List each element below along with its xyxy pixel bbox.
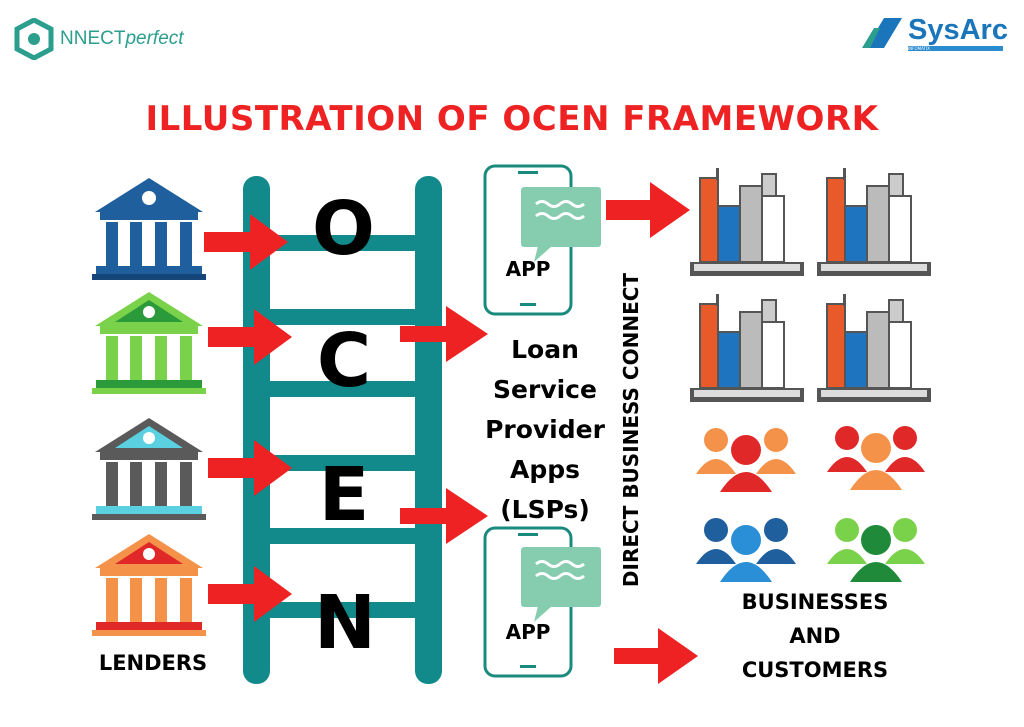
ladder-rung [266,455,418,471]
ladder-rail-right [415,176,442,684]
buildings-icon [690,168,804,276]
businesses-label-line: CUSTOMERS [741,658,889,682]
people-group-icon [827,518,925,582]
people-group-icon [696,518,796,582]
people-group-icon [696,428,796,492]
connectperfect-logo-icon [14,18,54,60]
phone-icon-bottom [483,526,601,678]
ocen-letter-c: C [316,318,372,404]
ladder-rung [266,235,418,251]
ladder-rail-left [243,176,270,684]
logo-left-main: NNECT [60,28,126,49]
ocen-ladder [243,176,442,684]
sysarc-logo-text: SysArc [908,14,1008,46]
arrow-right-icon [606,182,690,238]
sysarc-logo-subtext: INFOMATIX [908,46,1003,51]
arrow-right-icon [204,214,288,270]
ocen-letter-e: E [318,452,370,538]
businesses-label-line: BUSINESSES [741,590,889,614]
lenders-label: LENDERS [98,651,208,675]
buildings-icon [817,294,931,402]
lsp-label-line: (LSPs) [500,495,590,524]
ladder-rung [266,381,418,397]
arrow-right-icon [208,440,292,496]
sysarc-logo-icon [862,18,902,48]
bank-icon-green [92,292,206,394]
businesses-label-line: AND [789,624,841,648]
bank-icon-gray [92,418,206,520]
ladder-rung [266,309,418,325]
buildings-icon [690,294,804,402]
arrow-right-icon [208,309,292,365]
ocen-letter-o: O [312,186,375,272]
phone-icon-top [483,164,601,316]
lsp-label-line: Provider [485,415,605,444]
bank-icon-orange [92,534,206,636]
direct-business-connect-label: DIRECT BUSINESS CONNECT [619,272,643,588]
businesses-customers-label: BUSINESSES AND CUSTOMERS [720,585,910,687]
people-group-icon [827,426,925,490]
lsp-label: Loan Service Provider Apps (LSPs) [455,330,635,530]
lsp-label-line: Loan [511,335,579,364]
logo-left-italic: perfect [125,28,184,49]
ocen-letter-n: N [314,580,376,666]
lsp-label-line: Service [493,375,597,404]
buildings-icon [817,168,931,276]
lsp-label-line: Apps [509,455,581,484]
ladder-rung [266,602,418,618]
arrow-right-icon [208,566,292,622]
page-title: ILLUSTRATION OF OCEN FRAMEWORK [145,99,879,139]
connectperfect-logo-text: NNECTperfect [60,28,184,50]
app-label-bottom: APP [505,620,551,644]
arrow-right-icon [614,628,698,684]
arrow-right-icon [400,306,488,362]
ladder-rung [266,528,418,544]
arrow-right-icon [400,488,488,544]
app-label-top: APP [505,257,551,281]
bank-icon-blue [92,178,206,280]
